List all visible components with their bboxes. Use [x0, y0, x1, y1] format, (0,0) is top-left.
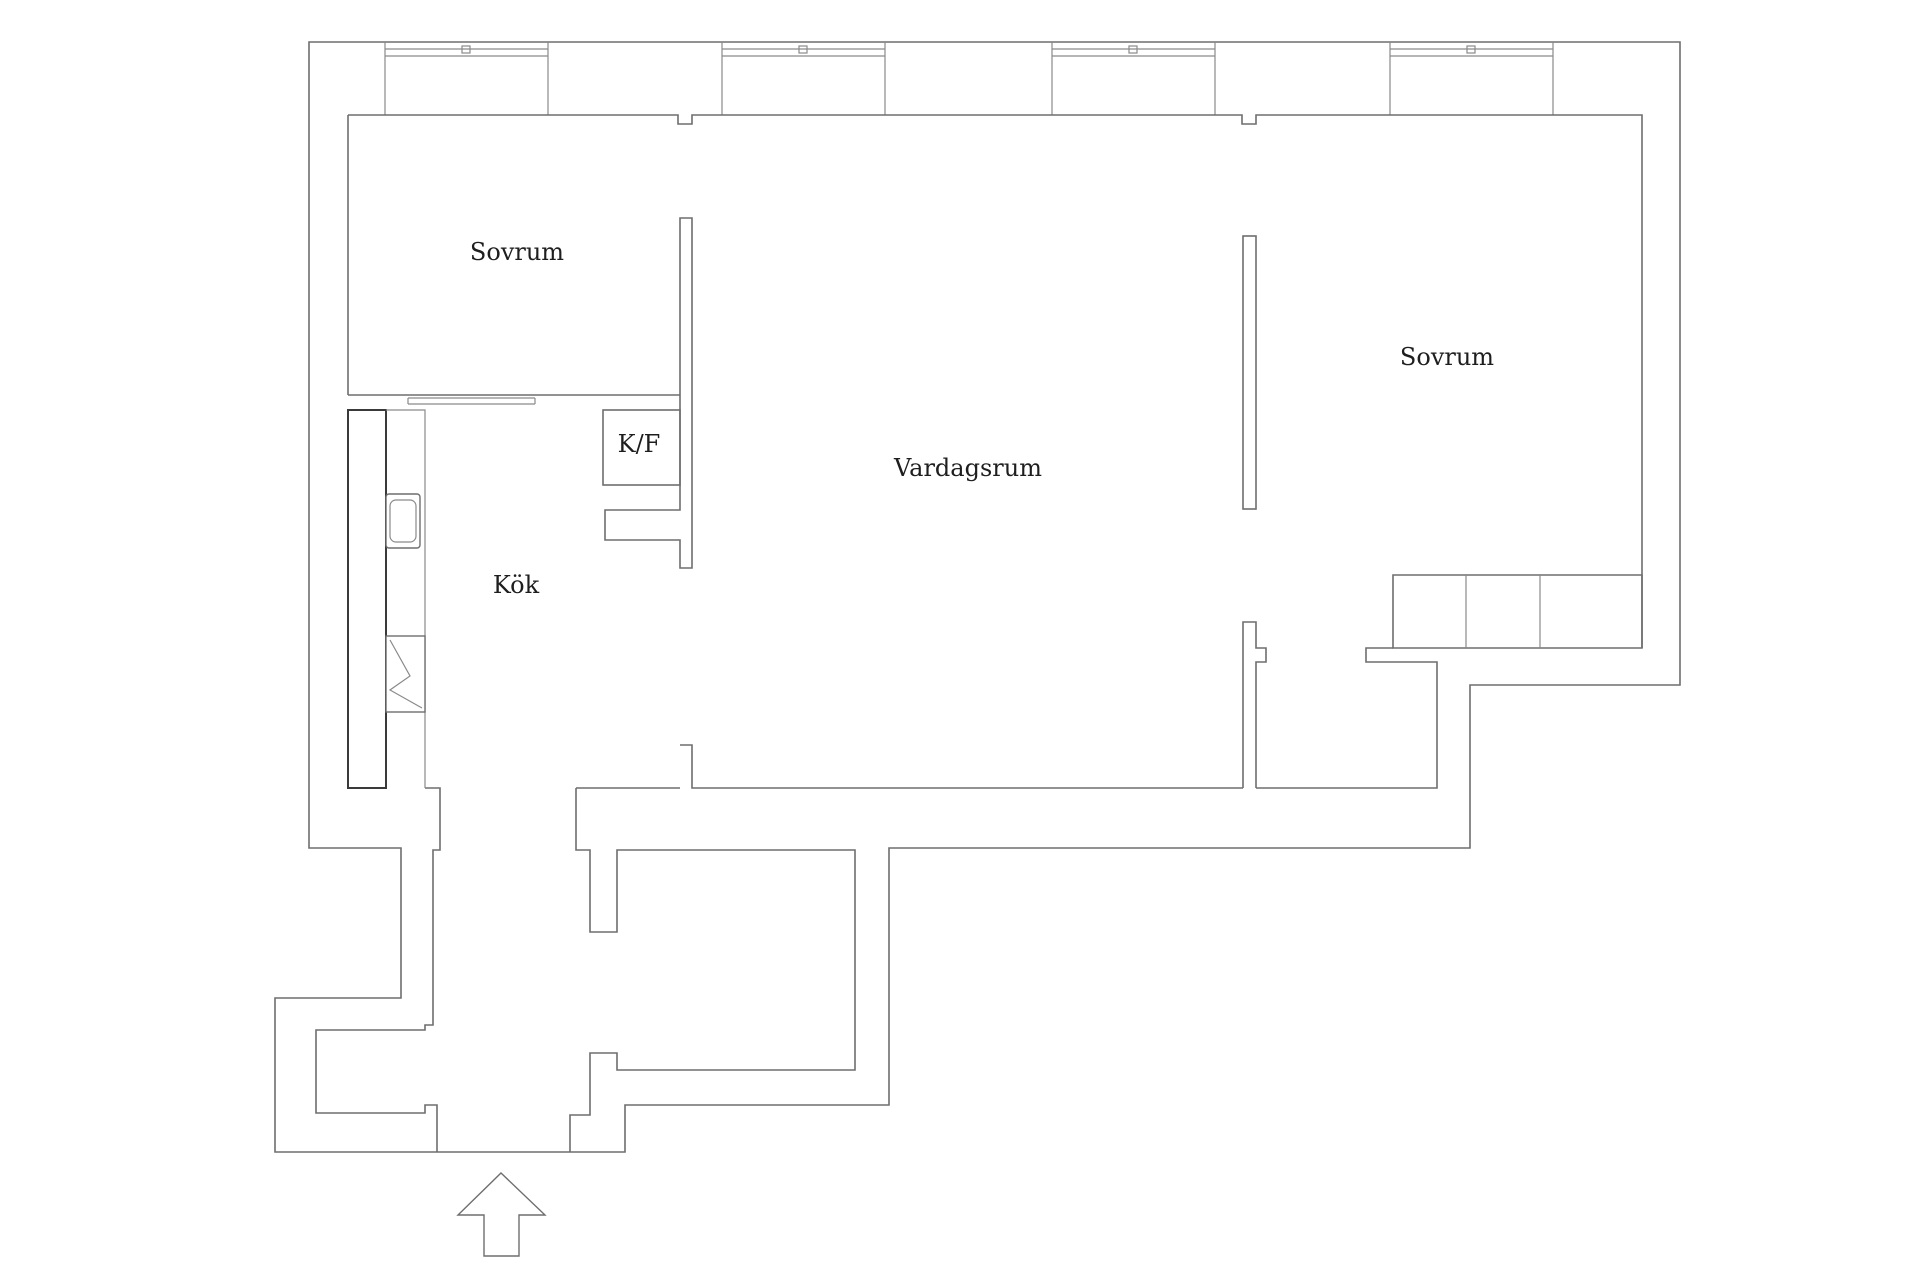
room-label-bedroom-1: Sovrum — [470, 238, 564, 266]
windows — [384, 42, 1554, 115]
entrance-arrow-icon — [456, 1172, 547, 1257]
appliance-icon — [385, 635, 426, 713]
kitchen-counter — [347, 409, 426, 789]
room-label-fridge-freezer: K/F — [618, 430, 661, 458]
room-label-kitchen: Kök — [493, 571, 540, 599]
inner-walls — [315, 114, 1643, 1152]
room-label-living-room: Vardagsrum — [893, 454, 1042, 482]
room-label-bedroom-2: Sovrum — [1400, 343, 1494, 371]
sink-icon — [385, 493, 421, 549]
outer-wall — [274, 41, 1681, 1153]
